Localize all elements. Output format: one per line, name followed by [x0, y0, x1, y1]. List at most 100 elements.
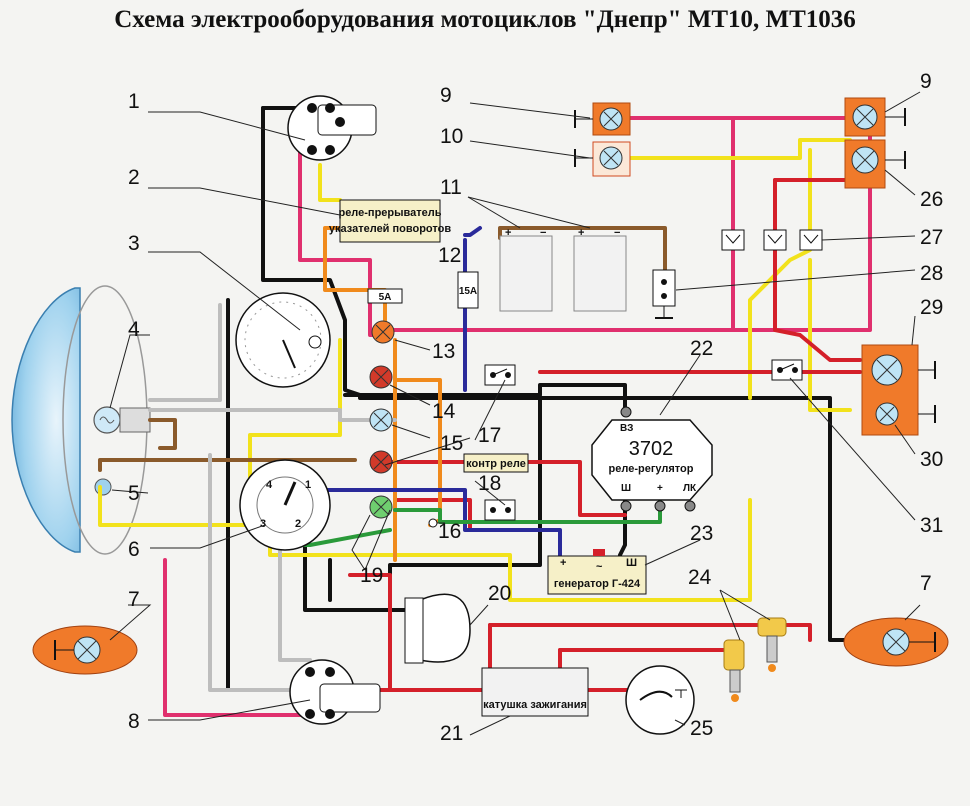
callout-numbers: 1 2 3 4 5 6 7 8 9 9 10 11 12 13 14 15 16…: [128, 70, 943, 745]
batt-minus-1: −: [540, 227, 546, 239]
callout-11: 11: [440, 176, 462, 199]
neutral-switch-18: [484, 499, 516, 521]
relay-breaker-label-1: реле-прерыватель: [338, 207, 441, 219]
turn-signal-right: [843, 617, 949, 667]
generator: + ~ Ш генератор Г-424: [547, 549, 647, 595]
indicator-lamp-blue: [369, 408, 393, 432]
callout-28: 28: [920, 262, 943, 285]
rear-lamp-26: [844, 139, 906, 189]
batt-minus-2: −: [614, 227, 620, 239]
batt-plus-2: +: [578, 227, 584, 239]
spark-plug-left-icon: [723, 639, 745, 702]
callout-17: 17: [478, 424, 501, 447]
callout-9-right: 9: [920, 70, 932, 93]
callout-3: 3: [128, 232, 140, 255]
callout-7-left: 7: [128, 588, 140, 611]
turn-signal-relay: реле-прерыватель указателей поворотов: [329, 199, 451, 243]
switch-terminal-1: 1: [305, 479, 311, 491]
headlight: [11, 285, 151, 555]
rear-lamp-9-left: [574, 102, 631, 136]
ignition-switch: 4 1 3 2: [239, 459, 331, 551]
callout-30: 30: [920, 448, 943, 471]
indicator-lamp-orange: [371, 320, 395, 344]
headlight-bulb-icon: [93, 406, 151, 434]
generator-tilde: ~: [596, 561, 603, 573]
callout-2: 2: [128, 166, 140, 189]
callout-4: 4: [128, 318, 140, 341]
callout-15: 15: [440, 432, 463, 455]
callout-1: 1: [128, 90, 140, 113]
fuse-5a: 5А: [367, 288, 403, 304]
callout-16: 16: [438, 520, 461, 543]
callout-21: 21: [440, 722, 463, 745]
switch-terminal-3: 3: [260, 518, 266, 530]
callout-5: 5: [128, 482, 140, 505]
page-title: Схема электрооборудования мотоциклов "Дн…: [114, 6, 856, 33]
callout-25: 25: [690, 717, 713, 740]
callout-6: 6: [128, 538, 140, 561]
ground-switch-icon: [652, 269, 676, 319]
fuse-15a: 15А: [457, 271, 479, 309]
handlebar-switch-bottom: [289, 659, 381, 725]
callout-18: 18: [478, 472, 501, 495]
callout-31: 31: [920, 514, 943, 537]
regulator-vz: ВЗ: [620, 423, 633, 434]
callout-9-left: 9: [440, 84, 452, 107]
parking-lamp-icon: [94, 478, 112, 496]
regulator-name: реле-регулятор: [609, 463, 694, 475]
voltage-regulator: 3702 реле-регулятор ВЗ Ш + ЛК: [591, 406, 713, 512]
battery-right: + −: [573, 227, 627, 312]
indicator-lamp-red-2: [369, 450, 393, 474]
ignition-coil: катушка зажигания: [481, 667, 589, 717]
generator-label: генератор Г-424: [554, 578, 641, 590]
regulator-plus: +: [657, 483, 663, 494]
callout-29: 29: [920, 296, 943, 319]
handlebar-switch-top: [287, 95, 377, 161]
indicator-lamp-green: [369, 495, 393, 519]
callout-19: 19: [360, 564, 383, 587]
callout-10: 10: [440, 125, 463, 148]
callout-7-right: 7: [920, 572, 932, 595]
regulator-sh: Ш: [621, 483, 631, 494]
terminal-16: [428, 518, 438, 528]
horn-icon: [404, 593, 471, 664]
callout-13: 13: [432, 340, 455, 363]
generator-sh: Ш: [626, 557, 637, 569]
batt-plus-1: +: [505, 227, 511, 239]
callout-26: 26: [920, 188, 943, 211]
callout-12: 12: [438, 244, 461, 267]
switch-terminal-2: 2: [295, 518, 301, 530]
relay-control-label: контр реле: [466, 458, 526, 470]
generator-plus: +: [560, 557, 566, 569]
callout-24: 24: [688, 566, 712, 589]
regulator-lk: ЛК: [683, 483, 697, 494]
speedometer-gauge-icon: [235, 292, 331, 388]
callout-22: 22: [690, 337, 713, 360]
relay-breaker-label-2: указателей поворотов: [329, 223, 451, 235]
fuse-5a-label: 5А: [379, 292, 392, 303]
turn-signal-left: [32, 625, 138, 675]
callout-23: 23: [690, 522, 713, 545]
rear-lamp-10: [574, 141, 631, 177]
ignition-coil-label: катушка зажигания: [483, 699, 587, 711]
breaker-points-icon: [625, 665, 695, 735]
brake-switch-17: [484, 364, 516, 386]
callout-27: 27: [920, 226, 943, 249]
fuse-15a-label: 15А: [459, 286, 477, 297]
connector-blocks-27: [721, 229, 823, 251]
switch-terminal-4: 4: [266, 479, 273, 491]
callout-leaders: [109, 91, 921, 736]
battery-left: + −: [499, 227, 553, 312]
callout-8: 8: [128, 710, 140, 733]
tail-lamp-29-30: [861, 344, 936, 436]
indicator-lamp-red-1: [369, 365, 393, 389]
rear-lamp-9-right: [844, 97, 906, 137]
spark-plug-right-icon: [757, 617, 787, 672]
brake-switch-31: [771, 359, 803, 381]
wires: [98, 106, 872, 717]
callout-20: 20: [488, 582, 511, 605]
callout-14: 14: [432, 400, 456, 423]
regulator-model: 3702: [629, 438, 674, 460]
